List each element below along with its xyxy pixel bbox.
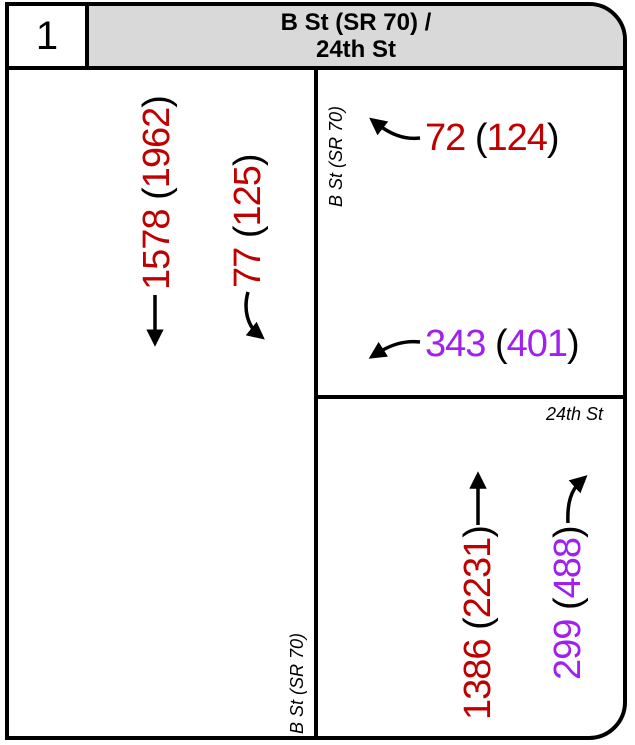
paren-open: ( bbox=[457, 618, 499, 630]
paren-close: ) bbox=[546, 117, 560, 159]
paren-close: ) bbox=[567, 323, 580, 365]
paren-open: ( bbox=[474, 117, 488, 159]
street-label-24th: 24th St bbox=[546, 404, 604, 424]
sb-left-am: 77 bbox=[227, 247, 269, 288]
nb-through-am: 1386 bbox=[457, 639, 499, 720]
nb-through-volume: 1386 (2231) bbox=[457, 526, 500, 720]
nb-right-pm: 488 bbox=[547, 537, 589, 599]
sb-through-pm: 1962 bbox=[136, 107, 178, 189]
title-line-1: B St (SR 70) / bbox=[280, 9, 432, 36]
sb-left-pm: 125 bbox=[227, 166, 269, 227]
paren-close: ) bbox=[227, 154, 269, 167]
street-label-top-right: B St (SR 70) bbox=[326, 105, 346, 207]
paren-open: ( bbox=[136, 188, 178, 200]
wb-right-pm: 124 bbox=[486, 117, 548, 159]
wb-right-am: 72 bbox=[425, 117, 466, 159]
nb-right-volume: 299 (488) bbox=[547, 526, 590, 680]
paren-close: ) bbox=[547, 526, 589, 538]
paren-close: ) bbox=[136, 96, 178, 108]
intersection-number: 1 bbox=[9, 6, 89, 70]
paren-open: ( bbox=[547, 598, 589, 611]
paren-open: ( bbox=[494, 323, 508, 365]
paren-open: ( bbox=[227, 226, 269, 239]
sb-through-am: 1578 bbox=[136, 209, 178, 290]
wb-right-volume: 72 (124) bbox=[425, 117, 560, 160]
vertical-divider bbox=[314, 68, 318, 740]
wb-left-volume: 343 (401) bbox=[425, 323, 580, 366]
sb-left-volume: 77 (125) bbox=[227, 154, 270, 288]
intersection-title: B St (SR 70) / 24th St bbox=[89, 6, 623, 70]
nb-right-am: 299 bbox=[547, 619, 589, 680]
sb-through-volume: 1578 (1962) bbox=[136, 96, 179, 290]
horizontal-divider bbox=[314, 395, 627, 399]
street-label-bottom-left: B St (SR 70) bbox=[287, 632, 307, 734]
wb-left-am: 343 bbox=[425, 323, 486, 365]
paren-close: ) bbox=[457, 526, 499, 538]
title-line-2: 24th St bbox=[315, 36, 396, 63]
wb-left-pm: 401 bbox=[506, 323, 568, 365]
nb-through-pm: 2231 bbox=[457, 537, 499, 619]
